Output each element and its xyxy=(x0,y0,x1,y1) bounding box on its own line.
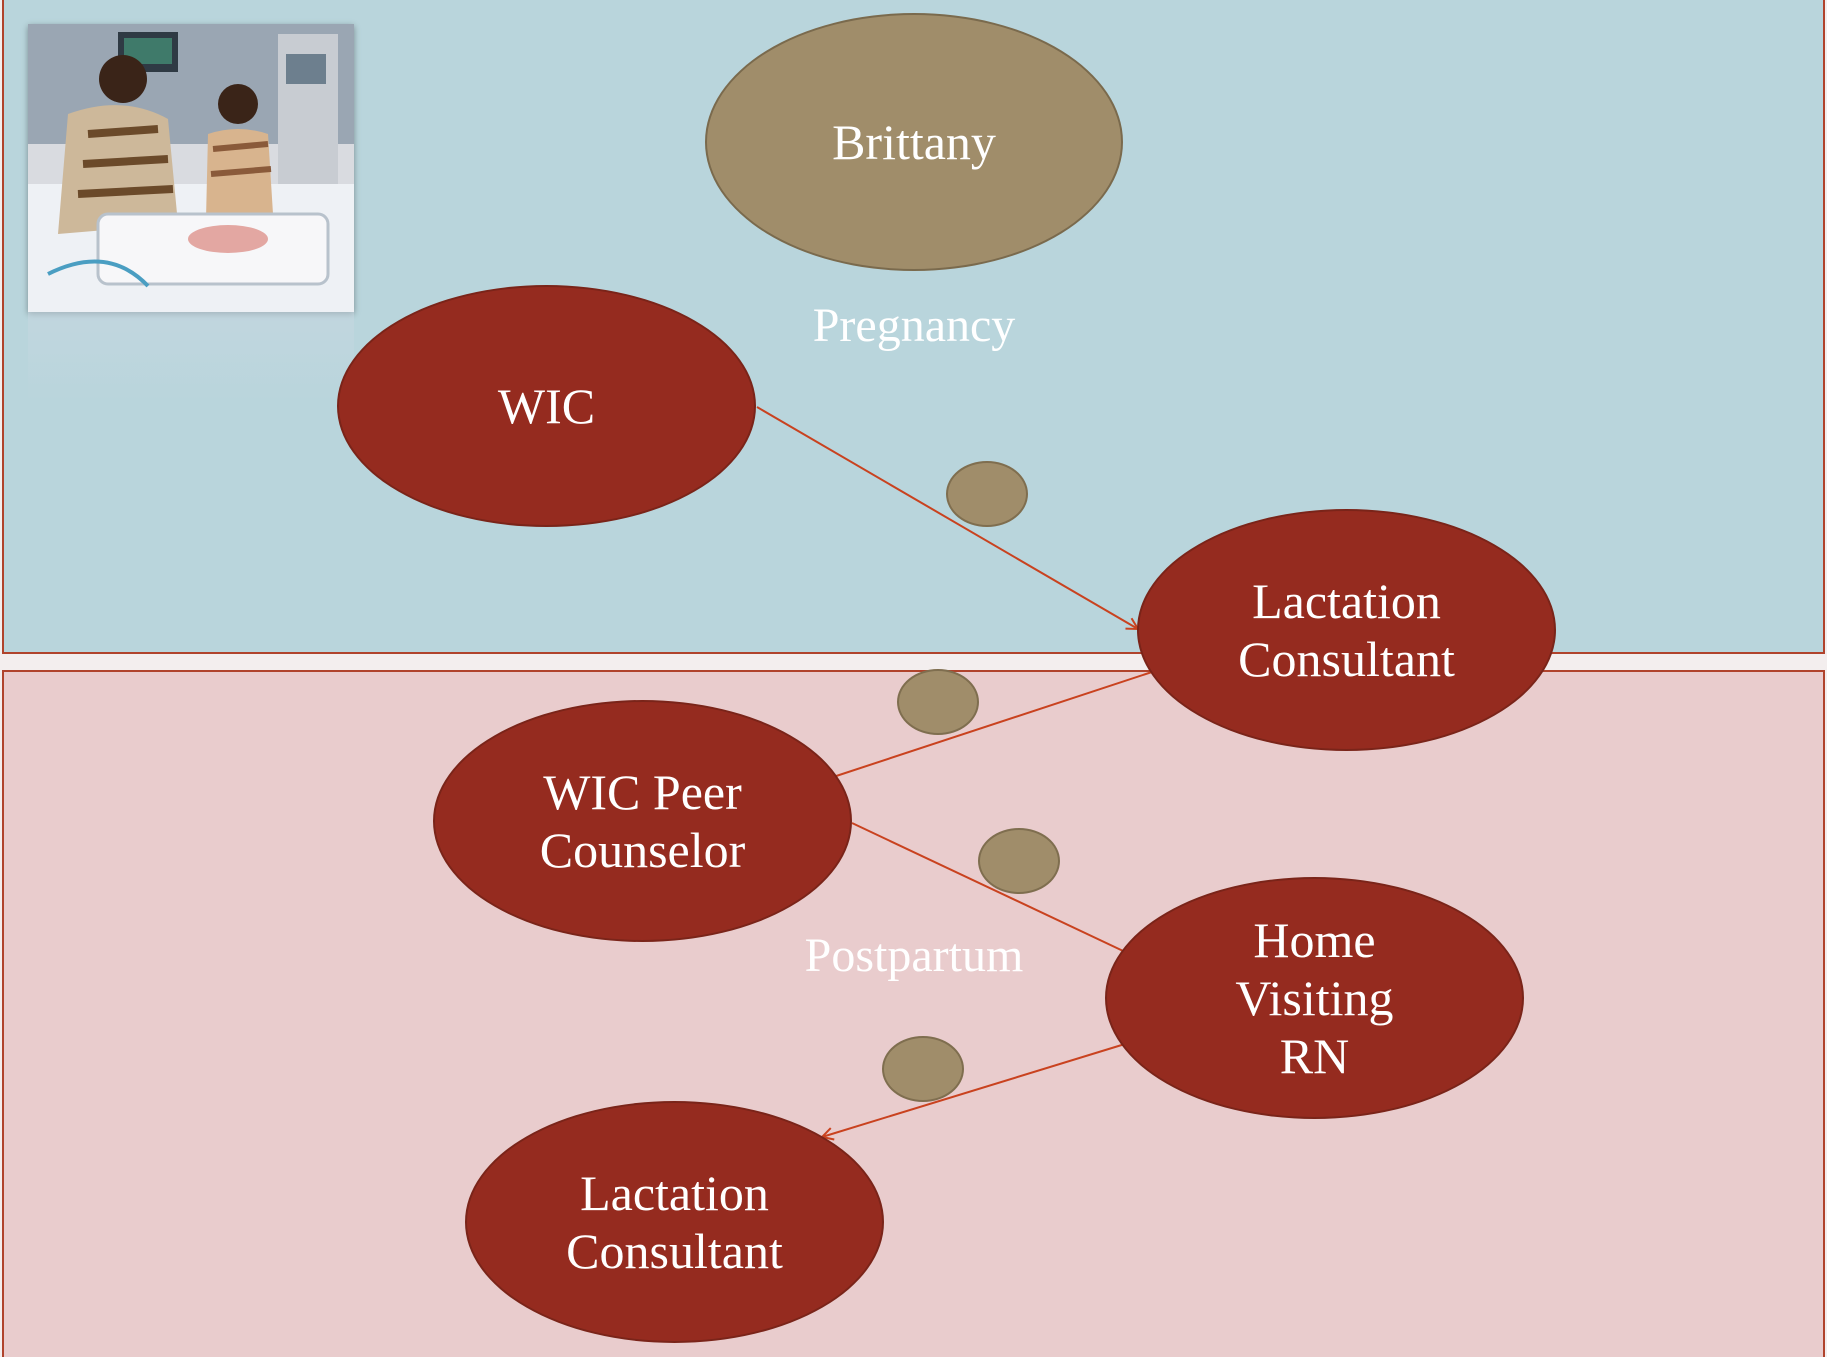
family-photo xyxy=(28,24,354,312)
wic-node: WIC xyxy=(337,285,756,527)
lactation-consultant-label-1: Lactation Consultant xyxy=(1238,573,1455,687)
pregnancy-label: Pregnancy xyxy=(812,299,1016,352)
wic-label: WIC xyxy=(497,378,596,434)
postpartum-panel xyxy=(2,670,1825,1357)
lactation-consultant-label-2: Lactation Consultant xyxy=(566,1165,783,1279)
lactation-consultant-node-1: Lactation Consultant xyxy=(1137,509,1556,751)
wic-peer-counselor-node: WIC Peer Counselor xyxy=(433,700,852,942)
postpartum-label: Postpartum xyxy=(804,929,1024,982)
photo-reflection xyxy=(28,312,354,402)
photo-icon xyxy=(28,24,354,312)
connector-dot xyxy=(946,461,1028,527)
home-visiting-rn-node: Home Visiting RN xyxy=(1105,877,1524,1119)
home-visiting-rn-label: Home Visiting RN xyxy=(1235,912,1394,1084)
lactation-consultant-node-2: Lactation Consultant xyxy=(465,1101,884,1343)
brittany-node: Brittany xyxy=(705,13,1123,271)
brittany-label: Brittany xyxy=(832,114,996,170)
wic-peer-counselor-label: WIC Peer Counselor xyxy=(539,764,746,878)
connector-dot xyxy=(978,828,1060,894)
connector-dot xyxy=(882,1036,964,1102)
connector-dot xyxy=(897,669,979,735)
